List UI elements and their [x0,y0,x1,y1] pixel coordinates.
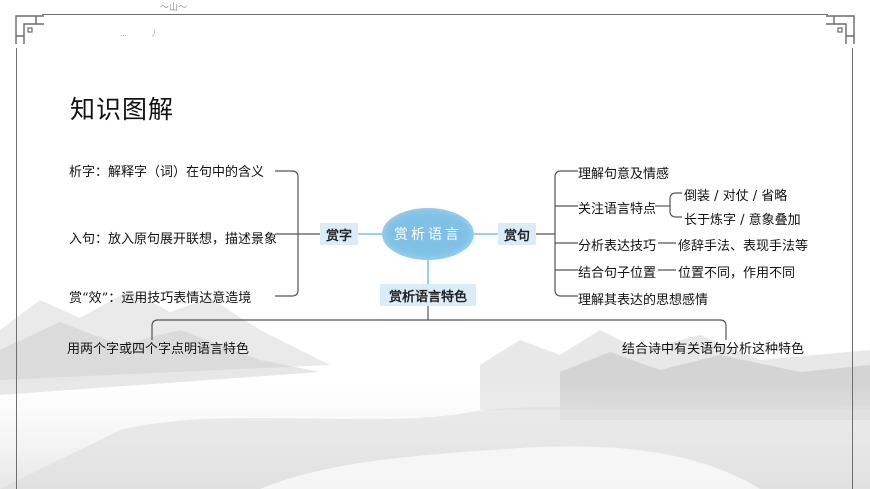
right-detail-position: 位置不同，作用不同 [678,266,796,281]
right-subitem-inversion: 倒装 / 对仗 / 省略 [684,189,788,204]
right-detail-techniques: 修辞手法、表现手法等 [678,239,809,254]
center-node-appreciate-language: 赏析语言 [382,208,474,260]
node-appreciate-char: 赏字 [320,223,358,245]
left-item-appreciate-effect: 赏“效”：运用技巧表情达意造境 [69,291,252,306]
right-item-understand-meaning: 理解句意及情感 [578,167,670,182]
bottom-item-point-out-feature: 用两个字或四个字点明语言特色 [67,342,250,357]
svg-text:丿: 丿 [150,29,158,38]
frame-right-line [852,48,853,489]
frame-left-line [16,48,17,489]
bottom-item-analyze-feature: 结合诗中有关语句分析这种特色 [622,342,805,357]
svg-text:～山～: ～山～ [160,2,187,13]
right-item-language-traits: 关注语言特点 [578,202,657,217]
node-appreciate-sentence: 赏句 [498,223,536,245]
page-title: 知识图解 [70,95,175,124]
svg-text:…: … [120,30,127,38]
node-language-features: 赏析语言特色 [380,284,476,306]
frame-top-line [42,14,828,15]
frame-corner-top-left [15,15,44,44]
left-item-analyze-char: 析字：解释字（词）在句中的含义 [69,165,265,180]
right-item-techniques: 分析表达技巧 [578,239,657,254]
right-item-position: 结合句子位置 [578,266,657,281]
frame-corner-top-right [826,15,855,44]
right-subitem-refining-words: 长于炼字 / 意象叠加 [684,213,801,228]
right-item-thoughts: 理解其表达的思想感情 [578,293,709,308]
left-item-into-sentence: 入句：放入原句展开联想，描述景象 [69,232,278,247]
